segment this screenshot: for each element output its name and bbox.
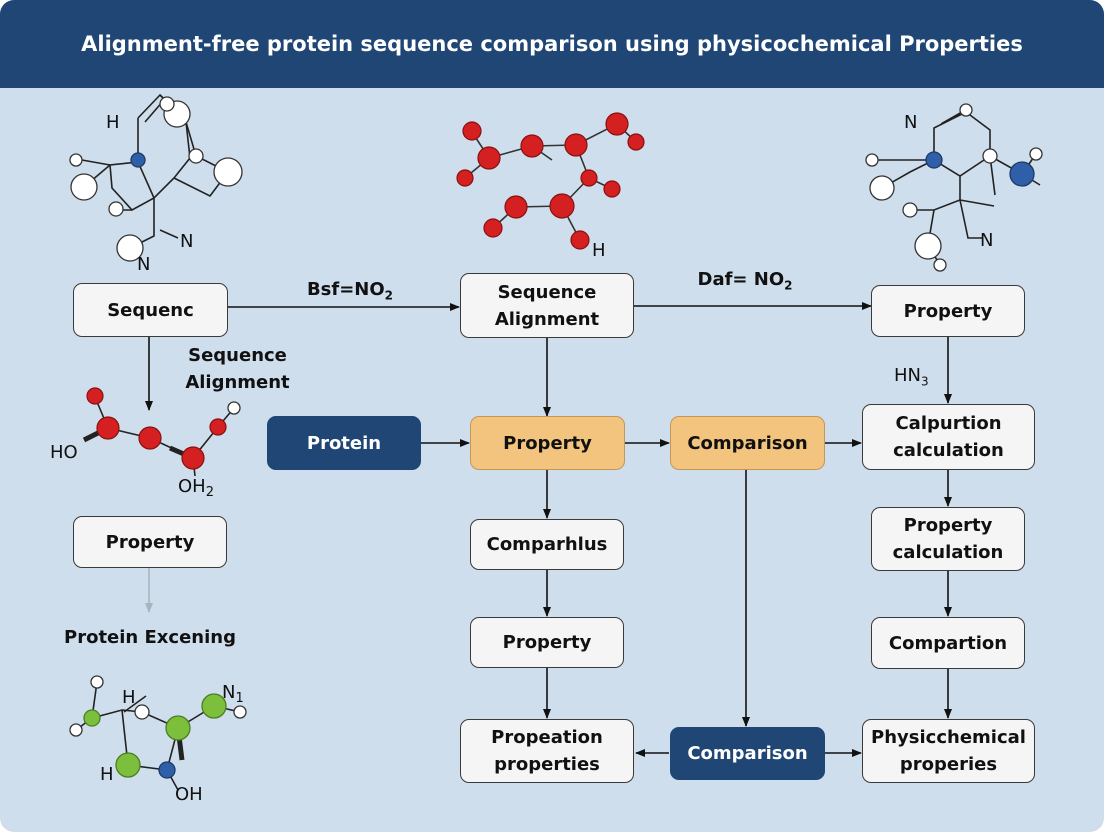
m2-h-label: H (592, 240, 606, 261)
diagram-title: Alignment-free protein sequence comparis… (81, 32, 1023, 56)
box-calpurtion-line2: calculation (893, 440, 1004, 461)
label-daf-no2: Daf= NO2 (690, 266, 800, 300)
box-property-top-right: Property (871, 285, 1025, 337)
label-hn3-text: HN (894, 365, 921, 386)
molecule-top-center: H (456, 112, 645, 261)
label-hn3-sub: 3 (921, 374, 929, 389)
label-daf-sub: 2 (784, 278, 793, 293)
box-property-calculation-text: Property calculation (893, 512, 1004, 566)
box-comparhlus: Comparhlus (470, 519, 624, 570)
label-bsf-text: Bsf=NO (306, 279, 385, 300)
box-comparison-bottom: Comparison (670, 727, 825, 780)
box-sequence-alignment-line1: Sequence (497, 281, 597, 303)
box-property-calculation: Property calculation (871, 507, 1025, 571)
box-comparison-bottom-label: Comparison (687, 743, 808, 764)
m5-h1-label: H (122, 687, 136, 708)
box-comparison-center-label: Comparison (687, 432, 808, 454)
label-daf-text: Daf= NO (697, 269, 785, 290)
box-property-left: Property (73, 516, 227, 568)
m4-ho-label: HO (50, 442, 78, 463)
molecule-left-middle: HO OH2 (50, 387, 241, 500)
box-property-mid-label: Property (502, 632, 592, 653)
box-property-top-right-label: Property (903, 300, 993, 322)
box-physicchemical-text: Physicchemical properies (871, 724, 1026, 778)
box-property-calculation-line2: calculation (892, 542, 1004, 563)
molecule-top-right: N N (865, 103, 1043, 272)
box-sequenc-label: Sequenc (107, 299, 194, 321)
box-calpurtion-text: Calpurtion calculation (893, 410, 1004, 464)
box-property-left-label: Property (105, 531, 195, 553)
box-protein: Protein (267, 416, 421, 470)
box-sequenc: Sequenc (73, 283, 228, 337)
label-side-line1: Sequence (188, 345, 287, 366)
box-property-calculation-line1: Property (903, 515, 993, 536)
m5-h2-label: H (100, 764, 114, 785)
label-hn3: HN3 (894, 362, 944, 396)
box-physicchemical-line1: Physicchemical (871, 727, 1026, 748)
label-side-line2: Alignment (185, 372, 290, 393)
box-calpurtion-calculation: Calpurtion calculation (862, 404, 1035, 470)
box-comparison-center: Comparison (670, 416, 825, 470)
box-compartion-label: Compartion (888, 632, 1008, 654)
box-physicchemical-properies: Physicchemical properies (862, 719, 1035, 783)
box-propeation-properties: Propeation properties (460, 719, 634, 783)
m1-n2-label: N (137, 254, 150, 275)
title-bar: Alignment-free protein sequence comparis… (0, 0, 1104, 88)
m3-n2-label: N (980, 230, 993, 251)
m5-oh-label: OH (175, 784, 203, 805)
label-bsf-sub: 2 (384, 288, 394, 303)
box-property-mid: Property (470, 617, 624, 668)
molecule-bottom-left: H N1 H OH (69, 675, 247, 805)
box-calpurtion-line1: Calpurtion (895, 413, 1002, 434)
box-protein-label: Protein (306, 432, 382, 454)
molecule-top-left: H N N (69, 93, 243, 275)
m3-n1-label: N (904, 112, 917, 133)
box-propeation-line2: properties (494, 754, 600, 775)
box-propeation-text: Propeation properties (491, 724, 603, 778)
box-comparhlus-label: Comparhlus (486, 534, 608, 555)
box-physicchemical-line2: properies (899, 754, 998, 775)
label-bsf-no2: Bsf=NO2 (300, 276, 400, 310)
m4-oh-label: OH2 (178, 476, 214, 500)
label-protein-excening: Protein Excening (55, 624, 245, 651)
box-compartion: Compartion (871, 617, 1025, 669)
label-protein-excening-text: Protein Excening (64, 627, 236, 648)
m5-n-label: N1 (222, 682, 244, 706)
box-property-center: Property (470, 416, 625, 470)
box-property-center-label: Property (503, 432, 592, 454)
box-propeation-line1: Propeation (491, 727, 603, 748)
m1-h-label: H (106, 112, 120, 133)
m1-n1-label: N (180, 231, 193, 252)
box-sequence-alignment-line2: Alignment (494, 308, 600, 330)
